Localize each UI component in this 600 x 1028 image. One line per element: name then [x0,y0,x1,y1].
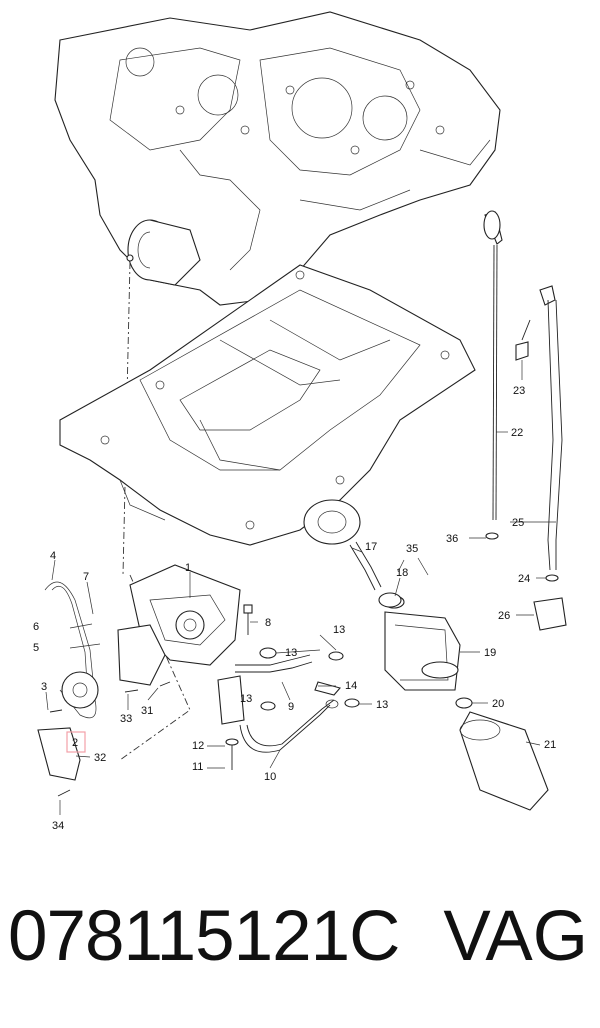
callout-9: 9 [288,701,294,713]
callout-2: 2 [72,737,78,749]
callout-34: 34 [52,820,64,832]
callout-35: 35 [406,543,418,555]
callout-13-c: 13 [240,693,252,705]
callout-6: 6 [33,621,39,633]
callouts: 1 2 3 4 5 6 7 8 9 10 11 12 13 13 13 13 1… [33,385,556,832]
callout-26: 26 [498,610,510,622]
callout-20: 20 [492,698,504,710]
oil-pipes [217,654,341,753]
callout-23: 23 [513,385,525,397]
callout-36: 36 [446,533,458,545]
callout-12: 12 [192,740,204,752]
callout-4: 4 [50,550,56,562]
oil-pan [59,264,476,546]
callout-24: 24 [518,573,530,585]
callout-22: 22 [511,427,523,439]
callout-17: 17 [365,541,377,553]
callout-7: 7 [83,571,89,583]
callout-13-d: 13 [376,699,388,711]
callout-19: 19 [484,647,496,659]
highlight-box [66,731,86,753]
callout-11: 11 [192,761,203,773]
callout-10: 10 [264,771,276,783]
callout-13-a: 13 [285,647,297,659]
fasteners [49,592,402,797]
engine-block [54,11,501,306]
callout-25: 25 [512,517,524,529]
exploded-parts-diagram: 1 2 3 4 5 6 7 8 9 10 11 12 13 13 13 13 1… [33,11,567,832]
callout-3: 3 [41,681,47,693]
dipstick-assembly [483,210,567,631]
callout-32: 32 [94,752,106,764]
brand-name: VAG [443,897,588,976]
oil-pump-assembly [37,564,241,781]
callout-1: 1 [185,562,191,574]
callout-13-b: 13 [333,624,345,636]
callout-14: 14 [345,680,357,692]
leader-lines [45,360,556,815]
part-number: 078115121C [8,897,400,976]
callout-31: 31 [141,705,153,717]
callout-21: 21 [544,739,556,751]
callout-33: 33 [120,713,132,725]
callout-8: 8 [265,617,271,629]
callout-18: 18 [396,567,408,579]
callout-5: 5 [33,642,39,654]
